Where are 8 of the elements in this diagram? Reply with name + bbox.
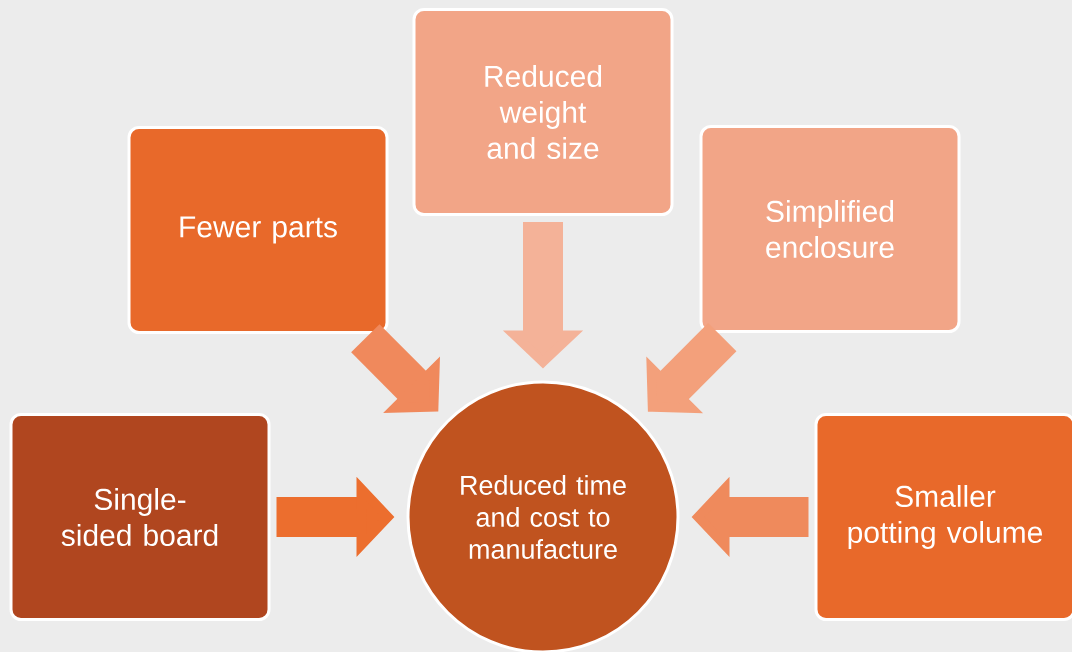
process-box: Reduced weight and size	[412, 8, 674, 216]
process-box: Single-sided board	[9, 413, 271, 621]
block-arrow	[646, 323, 737, 414]
process-box: Fewer parts	[127, 126, 389, 334]
process-box: Smaller potting volume	[814, 413, 1072, 621]
block-arrow	[351, 324, 440, 413]
process-box: Simplified enclosure	[699, 125, 961, 333]
circle-node: Reduced time and cost to manufacture	[406, 380, 680, 652]
